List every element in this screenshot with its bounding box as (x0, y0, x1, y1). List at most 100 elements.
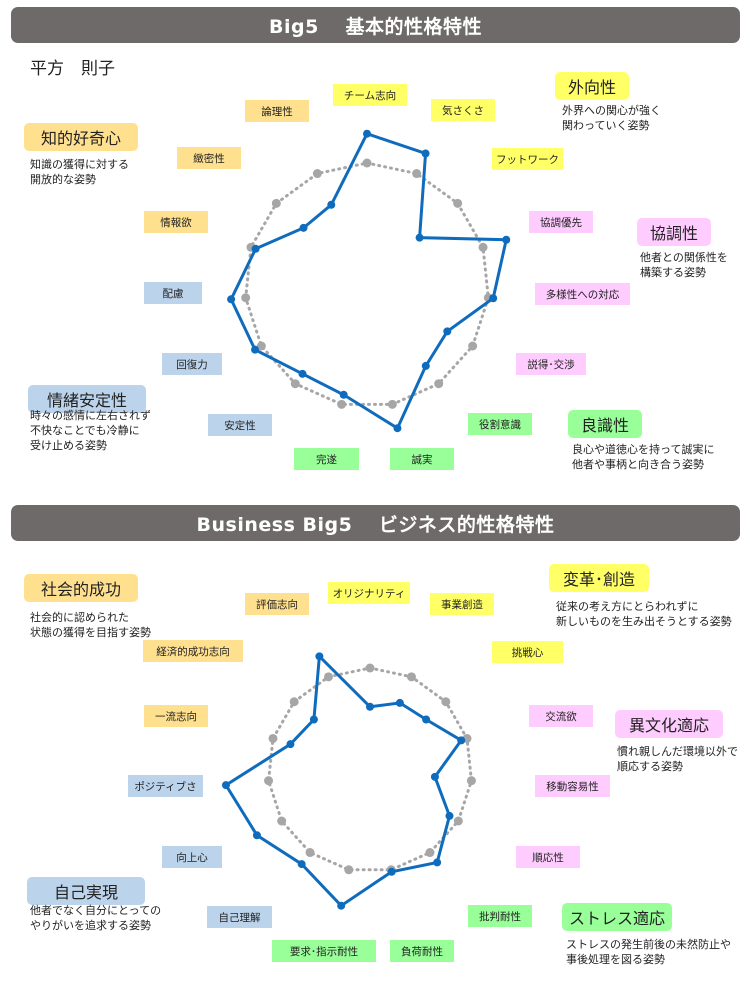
category-heading: 異文化適応 (615, 710, 723, 738)
axis-label: 要求･指示耐性 (272, 940, 376, 962)
score-point (489, 294, 498, 303)
average-point (268, 733, 278, 743)
average-point (362, 158, 372, 168)
score-point (421, 149, 430, 158)
score-point (363, 129, 371, 138)
axis-label: 交流欲 (529, 705, 593, 727)
average-point (478, 242, 488, 252)
score-point (297, 860, 306, 869)
score-point (422, 715, 431, 724)
category-heading: 情緒安定性 (28, 385, 146, 413)
score-point (421, 361, 430, 370)
average-point (337, 399, 347, 409)
category-description: 良心や道徳心を持って誠実に 他者や事柄と向き合う姿勢 (572, 443, 715, 471)
score-point (251, 345, 260, 354)
average-point (344, 865, 354, 875)
score-point (395, 698, 404, 707)
category-description: ストレスの発生前後の未然防止や 事後処理を図る姿勢 (566, 938, 731, 966)
category-description: 知識の獲得に対する 開放的な姿勢 (30, 158, 129, 186)
score-point (221, 781, 230, 790)
axis-label: 回復力 (162, 353, 222, 375)
average-point (324, 672, 334, 682)
score-point (327, 200, 336, 209)
average-point (412, 169, 422, 179)
axis-label: 説得･交渉 (516, 353, 586, 375)
average-point (289, 697, 299, 707)
category-description: 慣れ親しんだ環境以外で 順応する姿勢 (617, 745, 738, 773)
axis-label: 多様性への対応 (535, 283, 630, 305)
axis-label: 気さくさ (431, 99, 495, 121)
score-point (457, 736, 466, 745)
business-big5-title-bar: Business Big5 ビジネス的性格特性 (11, 505, 740, 541)
score-point (299, 223, 308, 232)
score-point (415, 233, 424, 242)
axis-label: 挑戦心 (492, 641, 563, 663)
category-description: 従来の考え方にとらわれずに 新しいものを生み出そうとする姿勢 (556, 600, 732, 628)
average-point (425, 848, 435, 858)
axis-label: 誠実 (390, 448, 454, 470)
average-point (277, 816, 287, 826)
score-point (433, 858, 442, 867)
category-heading: 外向性 (555, 72, 629, 100)
score-point (443, 327, 452, 336)
score-point (309, 715, 318, 724)
axis-label: 批判耐性 (468, 905, 532, 927)
category-description: 時々の感情に左右されず 不快なことでも冷静に 受け止める姿勢 (30, 409, 151, 452)
score-point (286, 740, 295, 749)
average-point (434, 379, 444, 389)
average-point (365, 663, 375, 673)
axis-label: 協調優先 (529, 211, 593, 233)
average-point (453, 816, 463, 826)
axis-label: 論理性 (245, 100, 309, 122)
axis-label: オリジナリティ (328, 582, 410, 604)
axis-label: フットワーク (492, 148, 563, 170)
axis-label: 安定性 (208, 414, 272, 436)
average-point (264, 776, 274, 786)
axis-label: 事業創造 (430, 593, 494, 615)
average-point (312, 169, 322, 179)
axis-label: 向上心 (162, 846, 222, 868)
score-point (502, 235, 511, 244)
average-point (256, 341, 266, 351)
axis-label: 負荷耐性 (390, 940, 454, 962)
axis-label: 情報欲 (144, 211, 208, 233)
score-point (445, 811, 454, 820)
category-description: 外界への関心が強く 関わっていく姿勢 (562, 104, 661, 132)
score-point (366, 702, 374, 711)
average-point (466, 776, 476, 786)
average-point (271, 198, 281, 208)
average-point (453, 198, 463, 208)
average-point (387, 399, 397, 409)
axis-label: チーム志向 (333, 84, 407, 106)
score-point (339, 390, 348, 399)
category-heading: ストレス適応 (562, 903, 672, 931)
score-point (337, 901, 346, 910)
category-description: 他者でなく自分にとっての やりがいを追求する姿勢 (30, 904, 162, 932)
axis-label: 緻密性 (177, 147, 241, 169)
category-heading: 良識性 (568, 410, 642, 438)
average-point (305, 848, 315, 858)
person-name: 平方 則子 (30, 59, 115, 79)
score-point (251, 244, 260, 253)
category-description: 他者との関係性を 構築する姿勢 (640, 251, 728, 279)
score-point (430, 772, 439, 781)
big5-title-bar: Big5 基本的性格特性 (11, 7, 740, 43)
score-line (229, 131, 509, 431)
average-point (441, 697, 451, 707)
category-heading: 協調性 (637, 218, 711, 246)
axis-label: 一流志向 (144, 705, 208, 727)
score-point (298, 369, 307, 378)
average-point (241, 293, 251, 303)
category-heading: 変革･創造 (549, 564, 649, 592)
score-point (252, 831, 261, 840)
average-point (406, 672, 416, 682)
score-point (387, 867, 396, 876)
score-point (227, 295, 236, 304)
axis-label: 配慮 (144, 282, 202, 304)
category-heading: 自己実現 (27, 877, 145, 905)
score-point (315, 652, 324, 661)
category-description: 社会的に認められた 状態の獲得を目指す姿勢 (30, 611, 151, 639)
average-line (267, 666, 473, 872)
